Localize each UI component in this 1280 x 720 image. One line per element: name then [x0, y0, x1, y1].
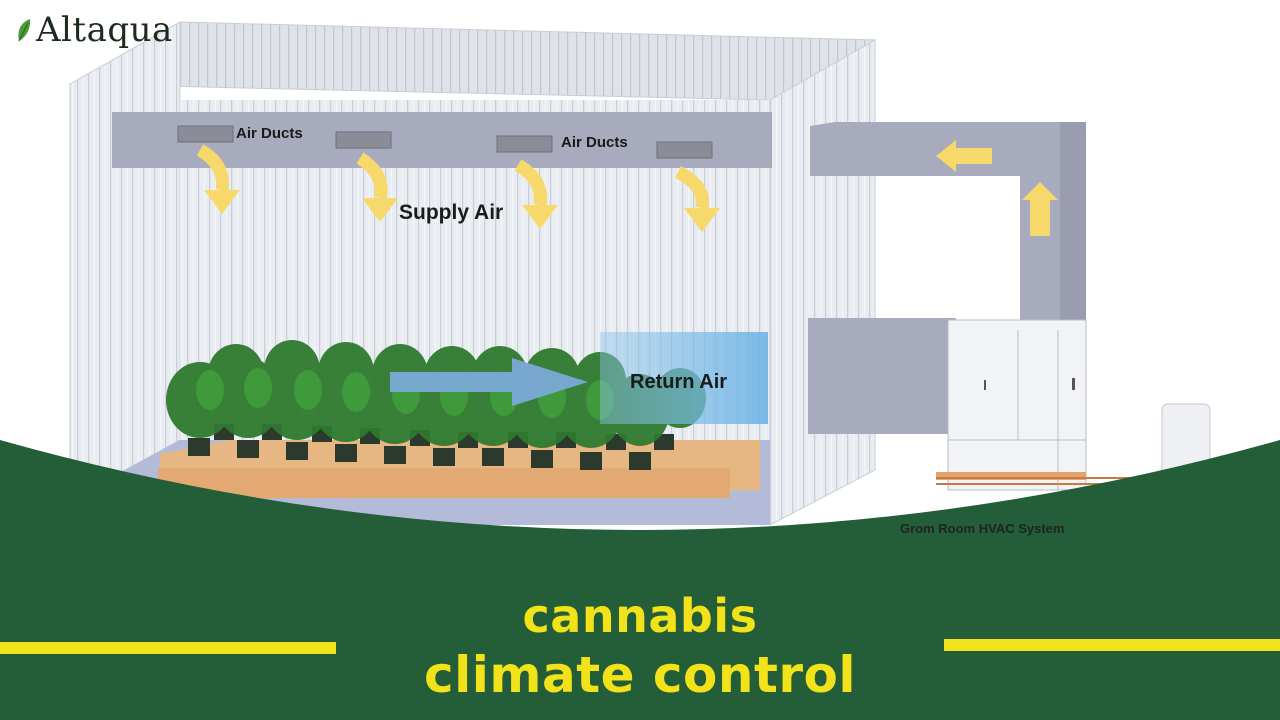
- title-line-1: cannabis: [522, 589, 758, 643]
- logo-text: Altaqua: [36, 10, 173, 50]
- hvac-frame: [936, 472, 1086, 480]
- hvac-duct-riser-side: [1060, 122, 1086, 332]
- supply-arrow: [514, 159, 548, 207]
- decorative-bar-right: [944, 639, 1280, 651]
- supply-arrow: [356, 152, 388, 200]
- return-air-band: [600, 332, 768, 424]
- supply-arrowheads: [204, 190, 720, 232]
- air-ducts-label: Air Ducts: [236, 125, 303, 142]
- return-plenum: [808, 318, 956, 434]
- title-line-2: climate control: [423, 646, 857, 704]
- supply-air-label: Supply Air: [399, 201, 504, 224]
- supply-arrow: [674, 166, 709, 210]
- decorative-bar-left: [0, 642, 336, 654]
- supply-arrow: [196, 144, 230, 192]
- air-ducts-label: Air Ducts: [561, 134, 628, 151]
- duct-vent: [496, 135, 553, 153]
- supply-air-arrows: [196, 144, 709, 210]
- room-right-wall: [769, 39, 876, 526]
- hvac-unit: [947, 319, 1087, 491]
- hvac-system-label: Grom Room HVAC System: [900, 521, 1065, 536]
- flow-arrow-left: [936, 140, 992, 172]
- duct-vent: [335, 131, 392, 149]
- duct-vent: [177, 125, 234, 143]
- return-air-arrow: [390, 358, 588, 406]
- room-roof: [68, 21, 877, 101]
- duct-vent: [656, 141, 713, 159]
- return-air-label: Return Air: [630, 371, 728, 393]
- logo: Altaqua: [16, 6, 173, 54]
- room-left-wall: [69, 21, 181, 501]
- leaf-icon: [18, 19, 31, 42]
- grow-bed-front: [158, 468, 730, 498]
- flow-arrow-up: [1022, 182, 1058, 236]
- hvac-arrows: [936, 140, 1058, 236]
